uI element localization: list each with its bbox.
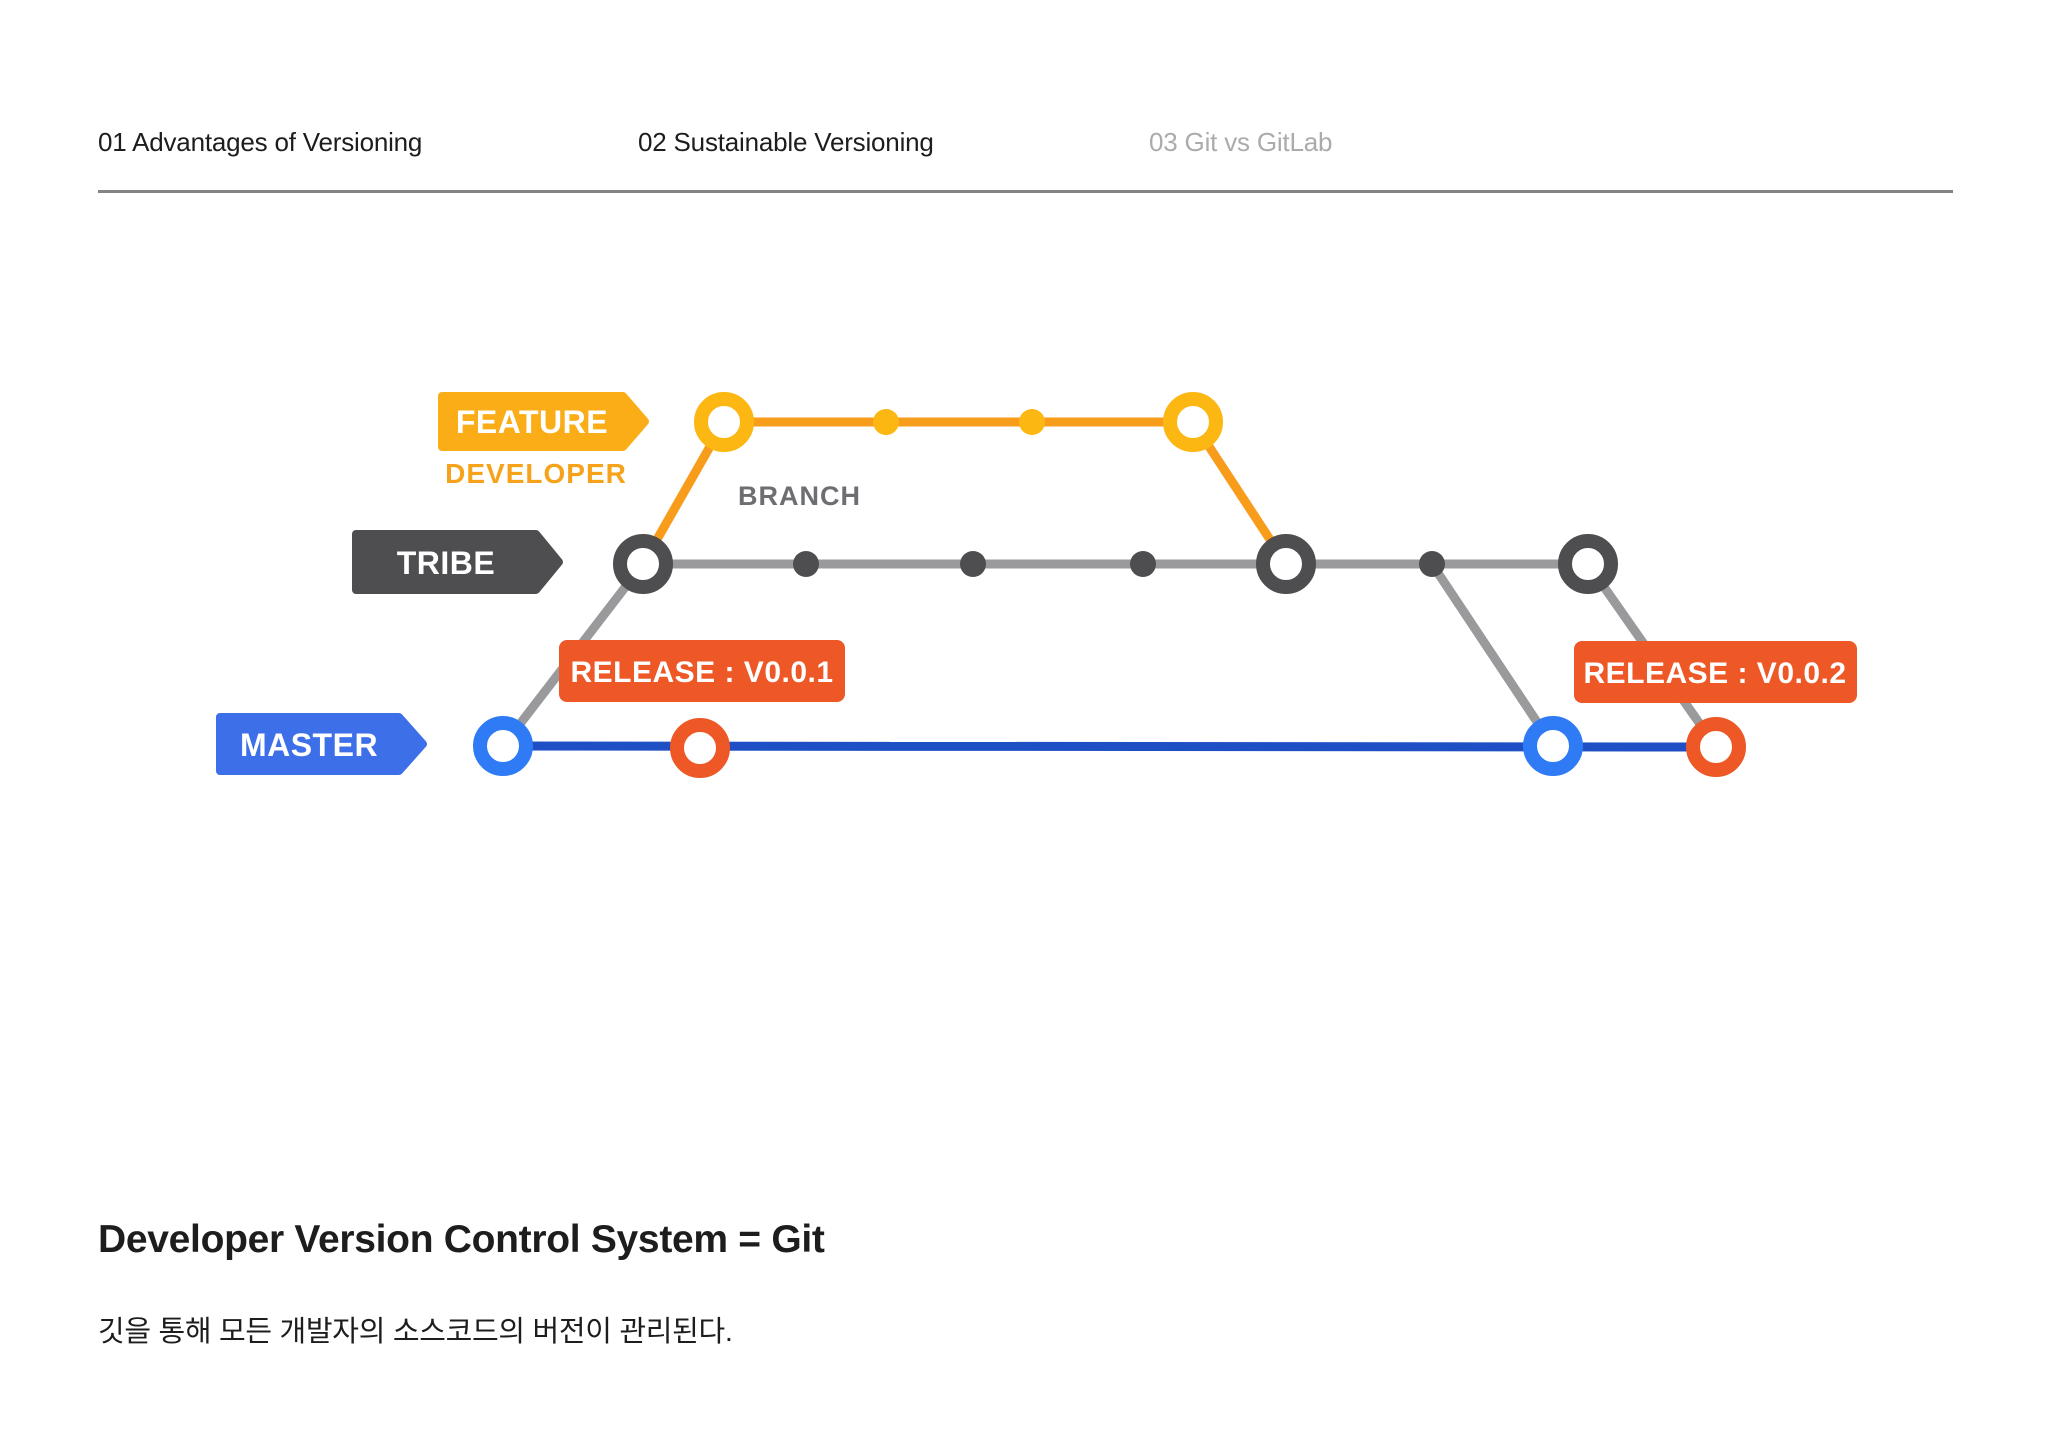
nav-tab-advantages-of-versioning[interactable]: 01 Advantages of Versioning xyxy=(98,127,423,157)
release-v001-badge xyxy=(559,640,845,702)
feature-tag xyxy=(438,392,649,451)
feature-tag-label: FEATURE xyxy=(456,404,608,440)
tribe-commit-dot-1 xyxy=(793,551,819,577)
feature-end-node xyxy=(1163,392,1223,452)
feature-start-node xyxy=(694,392,754,452)
branch-label: BRANCH xyxy=(738,481,861,511)
release-v002-label: RELEASE : V0.0.2 xyxy=(1583,657,1846,690)
release-v001-label: RELEASE : V0.0.1 xyxy=(570,656,833,689)
release-v002-node xyxy=(1686,717,1746,777)
nav-divider xyxy=(98,190,1953,193)
tribe-start-node xyxy=(613,534,673,594)
developer-label: DEVELOPER xyxy=(445,458,627,489)
feature-commit-dot-1 xyxy=(873,409,899,435)
tribe-to-master-diagonal xyxy=(1428,561,1557,749)
master-start-node xyxy=(473,716,533,776)
release-v002-badge xyxy=(1574,641,1857,703)
tribe-commit-dot-3 xyxy=(1130,551,1156,577)
nav-tab-sustainable-versioning[interactable]: 02 Sustainable Versioning xyxy=(638,127,934,157)
release-v001-node xyxy=(670,718,730,778)
page-title: Developer Version Control System = Git xyxy=(98,1218,825,1261)
tribe-commit-dot-4 xyxy=(1419,551,1445,577)
tribe-end-node xyxy=(1558,534,1618,594)
nav-tab-git-vs-gitlab[interactable]: 03 Git vs GitLab xyxy=(1149,127,1333,157)
tribe-tag xyxy=(352,530,563,594)
feature-commit-dot-2 xyxy=(1019,409,1045,435)
master-tag-label: MASTER xyxy=(240,727,378,763)
tribe-tag-label: TRIBE xyxy=(397,545,496,581)
tribe-commit-dot-2 xyxy=(960,551,986,577)
page-subtitle: 깃을 통해 모든 개발자의 소스코드의 버전이 관리된다. xyxy=(98,1316,733,1348)
master-merge-node xyxy=(1523,716,1583,776)
tribe-merge-node xyxy=(1256,534,1316,594)
master-tag xyxy=(216,713,427,775)
